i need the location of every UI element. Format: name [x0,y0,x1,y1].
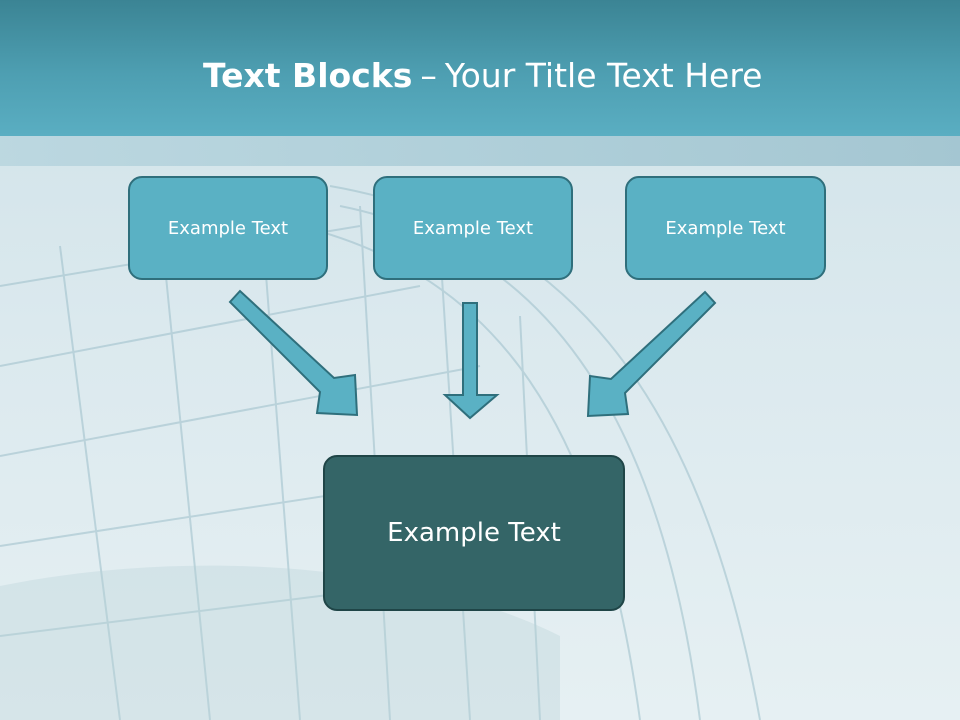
slide-title: Text Blocks–Your Title Text Here [203,52,763,100]
text-block-label: Example Text [412,217,534,239]
text-block-label: Example Text [387,518,561,548]
text-block-center[interactable]: Example Text [323,455,625,611]
text-block-middle[interactable]: Example Text [373,176,573,280]
text-block-label: Example Text [167,217,289,239]
title-bar-band [0,136,960,166]
title-bar [0,0,960,136]
title-bold-text: Text Blocks [203,56,413,95]
text-block-right[interactable]: Example Text [625,176,826,280]
text-block-left[interactable]: Example Text [128,176,328,280]
title-rest-text: Your Title Text Here [444,56,763,95]
title-separator: – [420,56,437,95]
text-block-label: Example Text [665,217,786,239]
